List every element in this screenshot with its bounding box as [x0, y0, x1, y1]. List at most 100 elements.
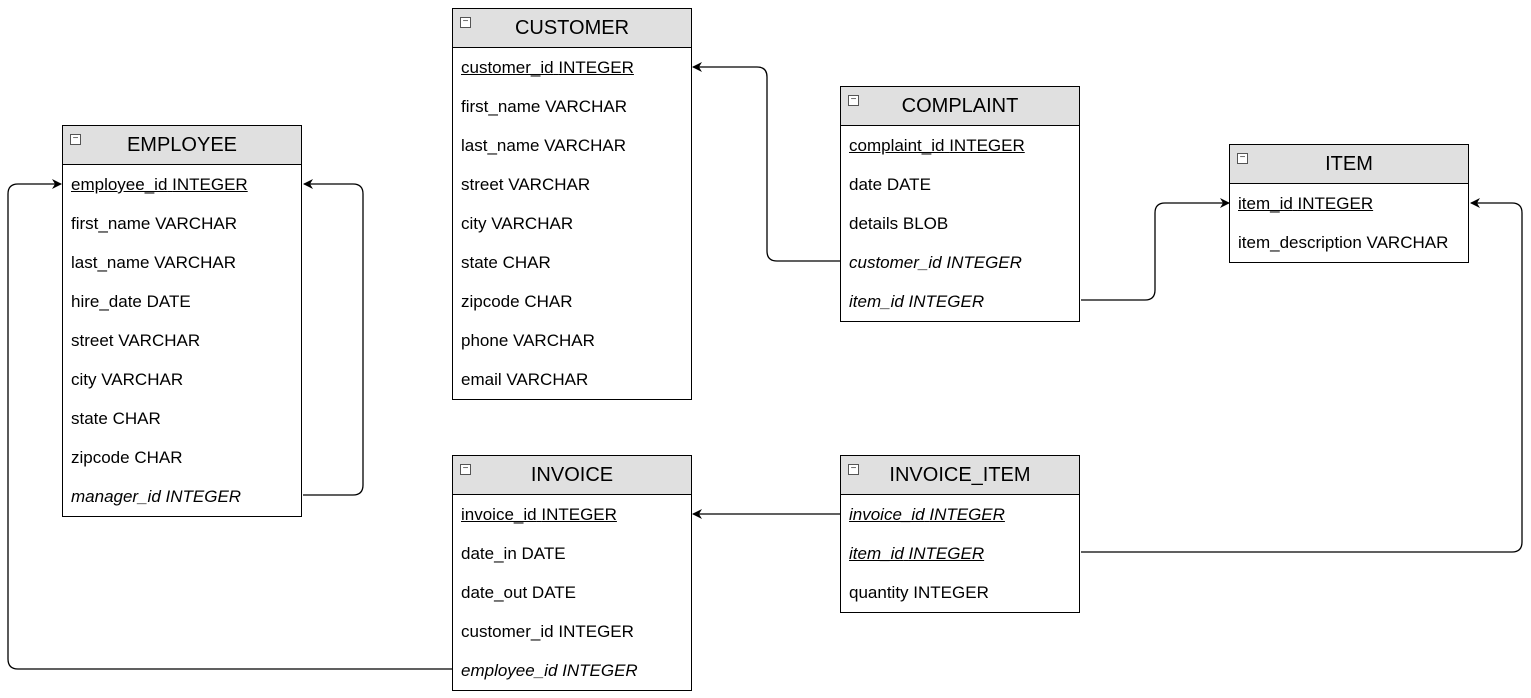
field-row[interactable]: item_id INTEGER	[1230, 184, 1468, 223]
field-type: VARCHAR	[101, 370, 184, 389]
field-row[interactable]: employee_id INTEGER	[453, 651, 691, 690]
collapse-icon[interactable]: −	[1237, 153, 1248, 164]
field-type: VARCHAR	[118, 331, 201, 350]
invoice-item-table-header[interactable]: − INVOICE_ITEM	[841, 456, 1079, 495]
field-type: VARCHAR	[155, 214, 237, 233]
field-row[interactable]: city VARCHAR	[63, 360, 301, 399]
field-name: complaint_id	[849, 136, 945, 155]
field-row[interactable]: customer_id INTEGER	[453, 48, 691, 87]
field-row[interactable]: street VARCHAR	[63, 321, 301, 360]
field-type: VARCHAR	[506, 370, 589, 389]
field-type: INTEGER	[165, 487, 242, 506]
field-row[interactable]: complaint_id INTEGER	[841, 126, 1079, 165]
customer-table-title: CUSTOMER	[514, 16, 630, 39]
employee-table-header[interactable]: − EMPLOYEE	[63, 126, 301, 165]
collapse-icon[interactable]: −	[460, 17, 471, 28]
field-name: last_name	[71, 253, 150, 272]
field-row[interactable]: street VARCHAR	[453, 165, 691, 204]
field-row[interactable]: quantity INTEGER	[841, 573, 1079, 612]
field-name: state	[461, 253, 498, 272]
field-row[interactable]: state CHAR	[453, 243, 691, 282]
field-type: DATE	[886, 175, 931, 194]
field-name: item_id	[849, 292, 904, 311]
field-type: VARCHAR	[544, 136, 627, 155]
field-name: item_id	[1238, 194, 1293, 213]
field-row[interactable]: zipcode CHAR	[63, 438, 301, 477]
connector-complaint-item	[1081, 198, 1230, 301]
field-name: email	[461, 370, 502, 389]
collapse-icon[interactable]: −	[70, 134, 81, 145]
complaint-table-header[interactable]: − COMPLAINT	[841, 87, 1079, 126]
invoice-table-header[interactable]: − INVOICE	[453, 456, 691, 495]
field-row[interactable]: date_out DATE	[453, 573, 691, 612]
field-type: VARCHAR	[545, 97, 627, 116]
field-name: street	[461, 175, 504, 194]
field-name: invoice_id	[461, 505, 537, 524]
field-type: INTEGER	[946, 253, 1022, 272]
field-row[interactable]: city VARCHAR	[453, 204, 691, 243]
connector-invoice-employee	[7, 179, 452, 670]
field-row[interactable]: email VARCHAR	[453, 360, 691, 399]
field-row[interactable]: phone VARCHAR	[453, 321, 691, 360]
field-row[interactable]: last_name VARCHAR	[453, 126, 691, 165]
invoice-item-table-title: INVOICE_ITEM	[889, 463, 1031, 486]
field-name: quantity	[849, 583, 909, 602]
field-type: INTEGER	[172, 175, 248, 194]
field-type: INTEGER	[949, 136, 1025, 155]
field-row[interactable]: item_id INTEGER	[841, 534, 1079, 573]
field-type: DATE	[521, 544, 566, 563]
field-name: customer_id	[849, 253, 942, 272]
field-row[interactable]: date DATE	[841, 165, 1079, 204]
field-type: VARCHAR	[513, 331, 595, 350]
field-name: details	[849, 214, 899, 233]
field-type: DATE	[146, 292, 191, 311]
field-row[interactable]: details BLOB	[841, 204, 1079, 243]
item-table-header[interactable]: − ITEM	[1230, 145, 1468, 184]
customer-table-header[interactable]: − CUSTOMER	[453, 9, 691, 48]
field-row[interactable]: zipcode CHAR	[453, 282, 691, 321]
field-row[interactable]: first_name VARCHAR	[63, 204, 301, 243]
field-name: zipcode	[461, 292, 520, 311]
collapse-icon[interactable]: −	[460, 464, 471, 475]
field-row[interactable]: manager_id INTEGER	[63, 477, 301, 516]
field-row[interactable]: invoice_id INTEGER	[841, 495, 1079, 534]
field-name: item_description	[1238, 233, 1362, 252]
field-type: INTEGER	[913, 583, 989, 602]
connector-invoiceitem-item	[1081, 198, 1523, 553]
field-row[interactable]: customer_id INTEGER	[453, 612, 691, 651]
collapse-icon[interactable]: −	[848, 464, 859, 475]
field-row[interactable]: item_id INTEGER	[841, 282, 1079, 321]
field-row[interactable]: state CHAR	[63, 399, 301, 438]
collapse-icon[interactable]: −	[848, 95, 859, 106]
field-name: first_name	[71, 214, 151, 233]
field-type: INTEGER	[558, 622, 634, 641]
field-row[interactable]: customer_id INTEGER	[841, 243, 1079, 282]
field-type: VARCHAR	[1366, 233, 1449, 252]
field-row[interactable]: first_name VARCHAR	[453, 87, 691, 126]
field-name: street	[71, 331, 114, 350]
field-row[interactable]: employee_id INTEGER	[63, 165, 301, 204]
field-row[interactable]: item_description VARCHAR	[1230, 223, 1468, 262]
field-name: customer_id	[461, 58, 554, 77]
field-type: INTEGER	[929, 505, 1005, 524]
connector-employee-manager	[303, 179, 364, 496]
field-type: INTEGER	[558, 58, 634, 77]
field-name: employee_id	[461, 661, 558, 680]
field-type: INTEGER	[908, 292, 985, 311]
field-row[interactable]: last_name VARCHAR	[63, 243, 301, 282]
field-row[interactable]: invoice_id INTEGER	[453, 495, 691, 534]
field-row[interactable]: hire_date DATE	[63, 282, 301, 321]
field-row[interactable]: date_in DATE	[453, 534, 691, 573]
field-type: INTEGER	[541, 505, 617, 524]
field-name: employee_id	[71, 175, 168, 194]
